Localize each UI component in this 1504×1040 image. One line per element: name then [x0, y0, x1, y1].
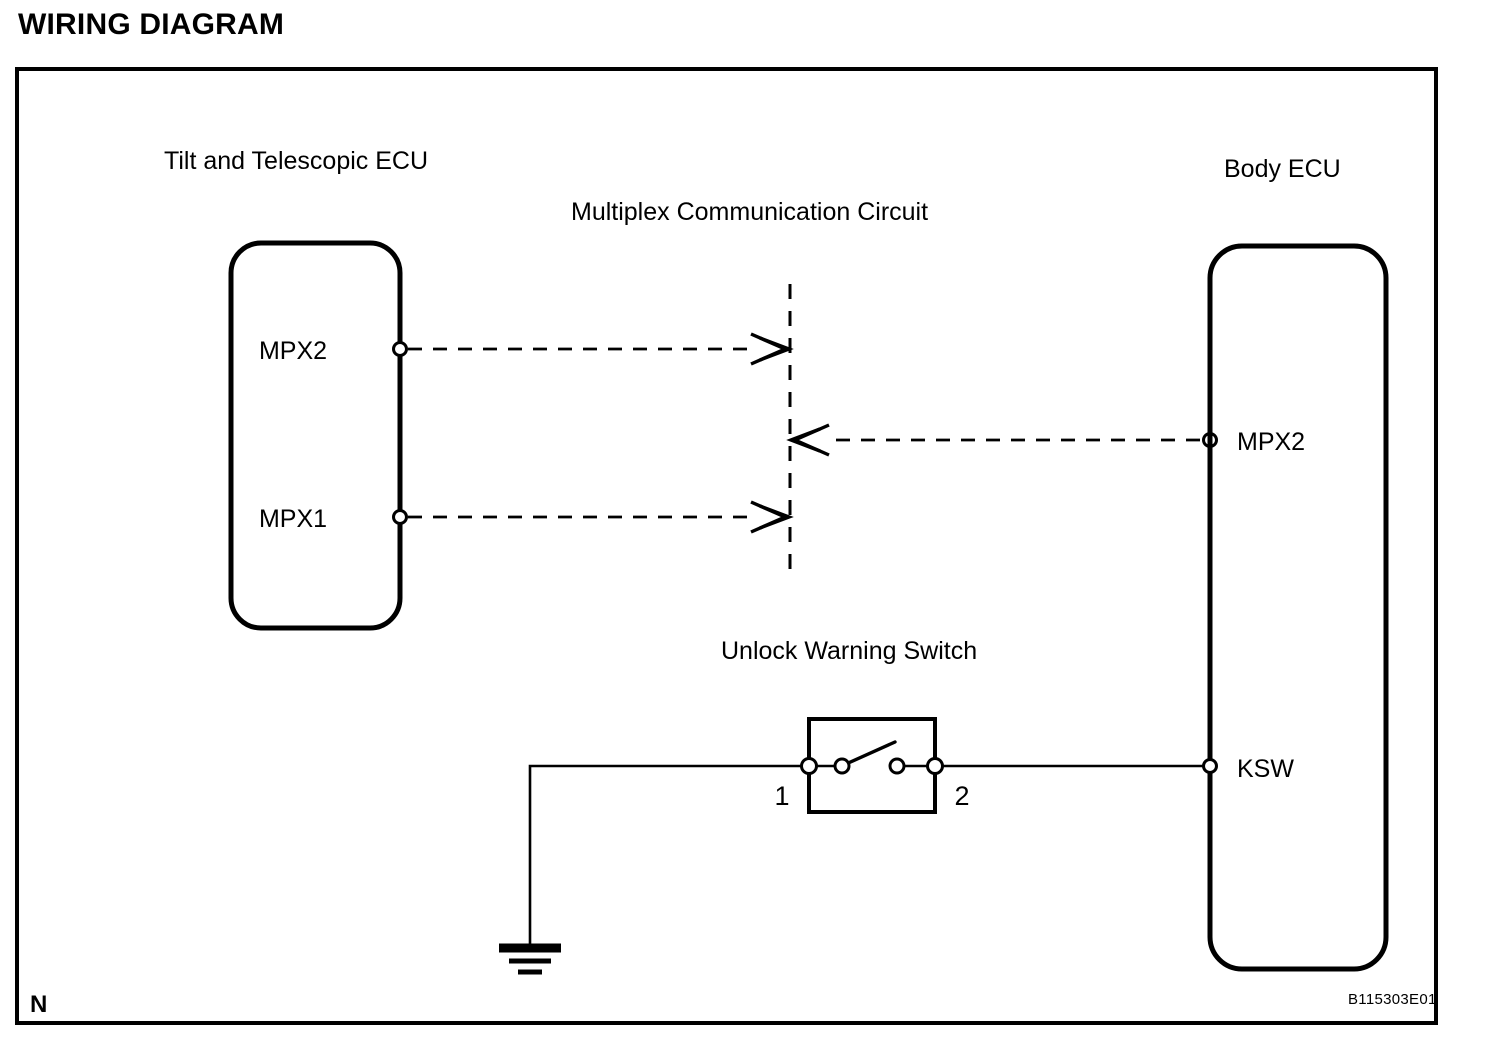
switch-terminal-number-2: 2	[954, 781, 969, 811]
right-ecu-terminal-label-ksw: KSW	[1237, 755, 1294, 783]
right-ecu-label: Body ECU	[1224, 155, 1341, 183]
part-code: B115303E01	[1348, 991, 1437, 1008]
left-ecu-terminal-label-mpx2: MPX2	[259, 337, 327, 365]
wire-switch1-to-ground	[528, 764, 803, 944]
page-title: WIRING DIAGRAM	[18, 8, 285, 41]
diagram-frame	[15, 67, 1438, 1025]
switch-lever	[844, 740, 897, 766]
switch-contact-right	[888, 757, 906, 775]
left-ecu-label: Tilt and Telescopic ECU	[164, 147, 428, 175]
terminal-right-ksw	[1202, 758, 1218, 774]
left-ecu-terminal-label-mpx1: MPX1	[259, 505, 327, 533]
terminal-left-mpx1	[392, 509, 408, 525]
right-ecu-terminal-label-mpx2: MPX2	[1237, 428, 1305, 456]
terminal-left-mpx2	[392, 341, 408, 357]
corner-mark: N	[30, 991, 47, 1018]
switch-terminal-number-1: 1	[774, 781, 789, 811]
switch-terminal-1	[800, 757, 818, 775]
switch-label: Unlock Warning Switch	[721, 637, 977, 665]
left-ecu-box	[228, 240, 403, 631]
switch-contact-left	[833, 757, 851, 775]
arrow-right-outer-mpx2	[750, 332, 790, 366]
arrow-left-inner-mpx2	[786, 427, 821, 453]
arrow-left-outer-mpx2	[790, 423, 830, 457]
switch-terminal-2	[926, 757, 944, 775]
bus-label: Multiplex Communication Circuit	[571, 198, 928, 226]
arrow-right-inner-mpx2	[759, 336, 794, 362]
right-ecu-box	[1207, 243, 1389, 972]
arrow-right-outer-mpx1	[750, 500, 790, 534]
arrow-right-inner-mpx1	[759, 504, 794, 530]
